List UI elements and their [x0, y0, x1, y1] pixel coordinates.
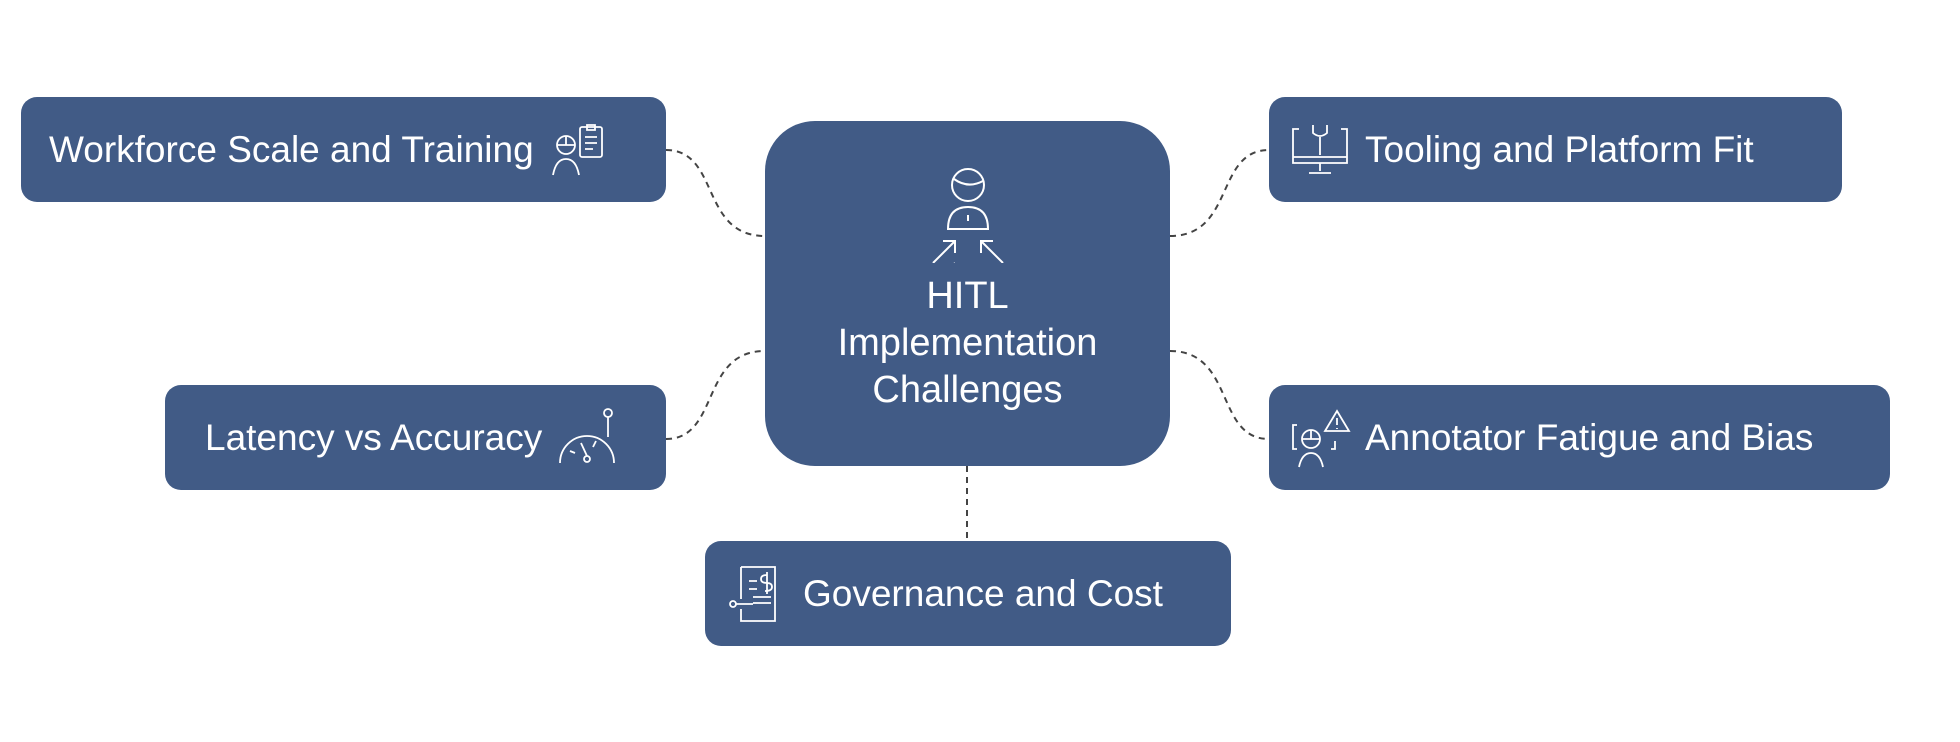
node-annotator: Annotator Fatigue and Bias	[1269, 385, 1890, 490]
title-line: HITL	[926, 275, 1009, 317]
worker-clipboard-icon	[548, 119, 610, 181]
connector-tooling	[1169, 149, 1270, 237]
title-line: Implementation	[837, 322, 1098, 364]
node-label: Governance and Cost	[803, 572, 1163, 614]
person-decision-icon	[923, 167, 1013, 288]
node-label: Latency vs Accuracy	[205, 416, 543, 458]
person-warning-icon	[1289, 407, 1351, 469]
gauge-icon	[556, 407, 618, 469]
connector-annotator	[1169, 350, 1270, 440]
node-tooling: Tooling and Platform Fit	[1269, 97, 1842, 202]
connector-latency	[665, 350, 766, 440]
node-latency: Latency vs Accuracy	[165, 385, 666, 490]
central-title: HITL Implementation Challenges	[838, 273, 1098, 414]
node-governance: Governance and Cost	[705, 541, 1231, 646]
monitor-wrench-icon	[1289, 119, 1351, 181]
node-label: Workforce Scale and Training	[49, 128, 534, 170]
node-workforce: Workforce Scale and Training	[21, 97, 666, 202]
node-label: Tooling and Platform Fit	[1365, 128, 1754, 170]
node-label: Annotator Fatigue and Bias	[1365, 416, 1814, 458]
title-line: Challenges	[872, 369, 1063, 411]
central-node: HITL Implementation Challenges	[765, 121, 1170, 466]
connector-workforce	[665, 149, 766, 237]
document-dollar-icon	[727, 563, 789, 625]
